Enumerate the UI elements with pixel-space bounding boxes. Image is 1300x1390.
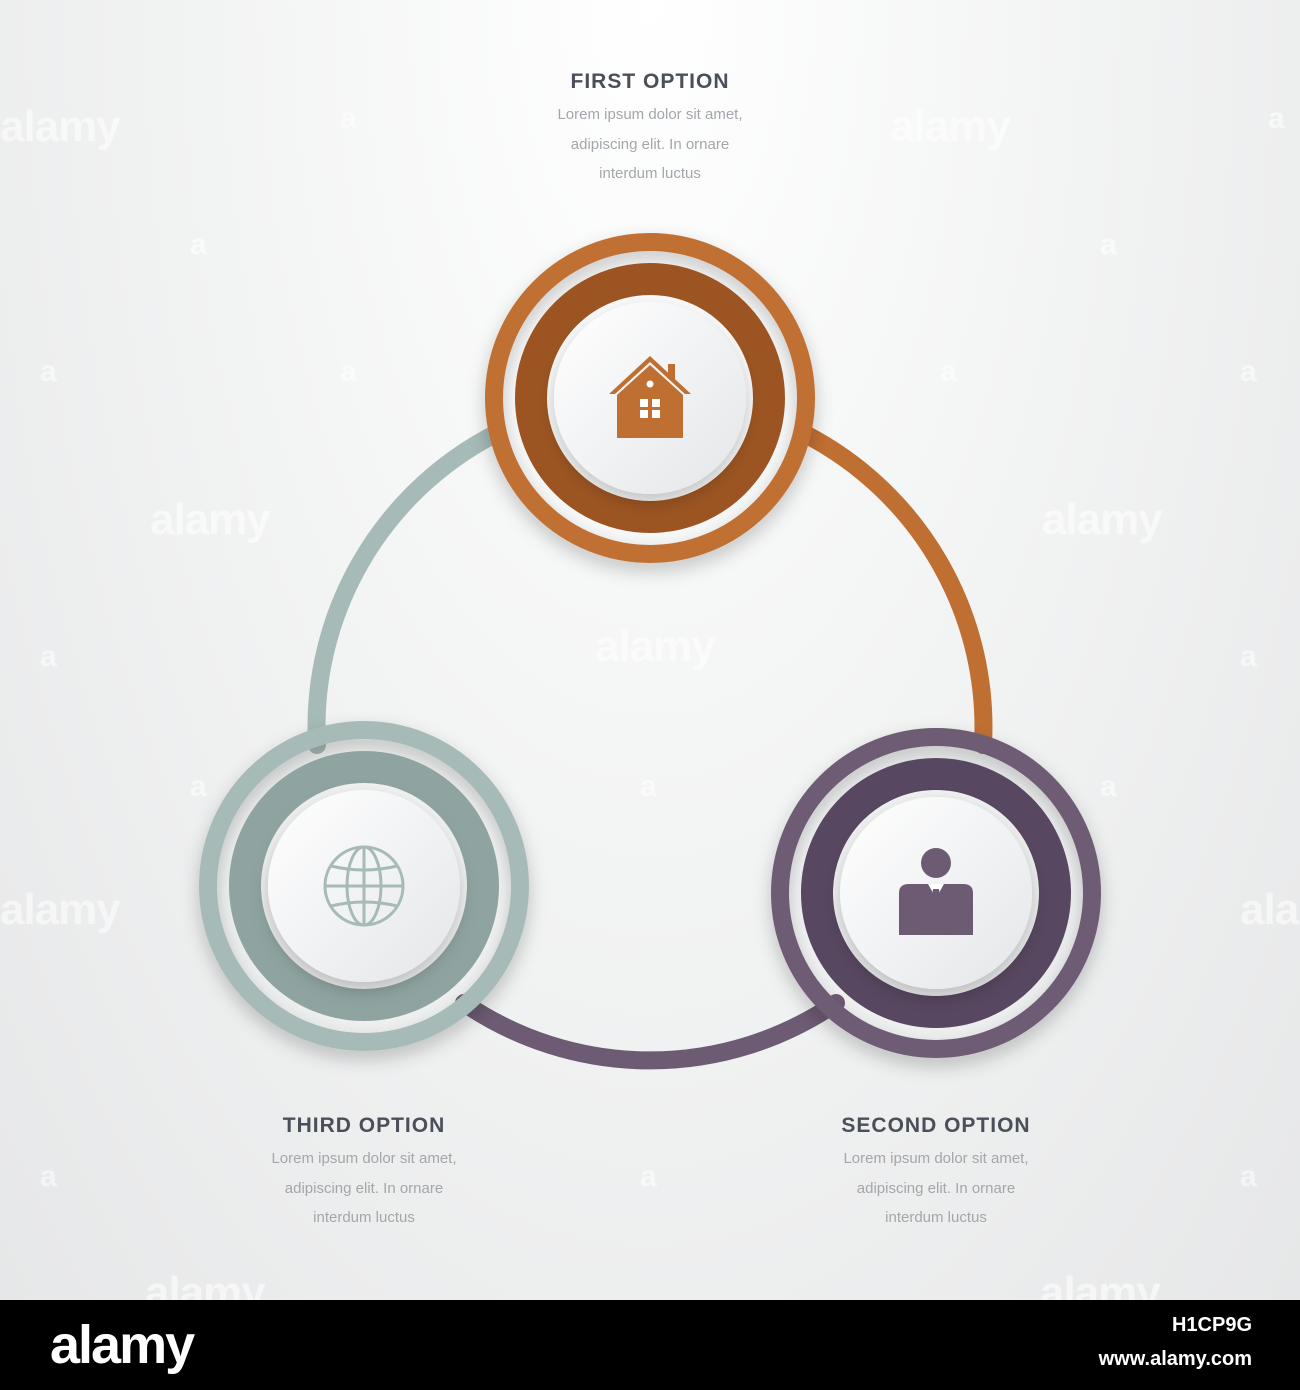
third-desc-line-3: interdum luctus: [313, 1209, 415, 1226]
second-desc-line-1: Lorem ipsum dolor sit amet,: [843, 1150, 1029, 1167]
first-desc-line-2: adipiscing elit. In ornare: [570, 135, 730, 153]
first-desc-line-1: Lorem ipsum dolor sit amet,: [557, 106, 743, 123]
first-option-title: FIRST OPTION: [570, 70, 730, 93]
businessman-icon: [899, 848, 973, 935]
node-first: [485, 233, 815, 563]
connector-arc-second-third: [455, 994, 845, 1070]
house-icon: [609, 356, 691, 438]
first-option-description: Lorem ipsum dolor sit amet, adipiscing e…: [500, 100, 800, 189]
second-option-title: SECOND OPTION: [841, 1114, 1031, 1137]
second-desc-line-2: adipiscing elit. In ornare: [856, 1179, 1016, 1197]
first-desc-line-3: interdum luctus: [599, 165, 701, 182]
globe-icon: [323, 845, 405, 927]
connector-arc-first-second: [796, 425, 993, 754]
third-option-title: THIRD OPTION: [282, 1114, 446, 1137]
site-url: www.alamy.com: [1098, 1348, 1252, 1370]
third-option-description: Lorem ipsum dolor sit amet, adipiscing e…: [214, 1144, 514, 1233]
stock-footer-bar: alamy H1CP9G www.alamy.com: [0, 1300, 1300, 1390]
alamy-logo: alamy: [50, 1315, 195, 1375]
connector-arc-third-first: [307, 425, 504, 754]
third-desc-line-1: Lorem ipsum dolor sit amet,: [271, 1150, 457, 1167]
third-desc-line-2: adipiscing elit. In ornare: [284, 1179, 444, 1197]
second-option-description: Lorem ipsum dolor sit amet, adipiscing e…: [786, 1144, 1086, 1233]
node-second: [771, 728, 1101, 1058]
second-desc-line-3: interdum luctus: [885, 1209, 987, 1226]
image-id: H1CP9G: [1171, 1314, 1252, 1336]
node-third: [199, 721, 529, 1051]
cycle-diagram: [199, 233, 1101, 1070]
